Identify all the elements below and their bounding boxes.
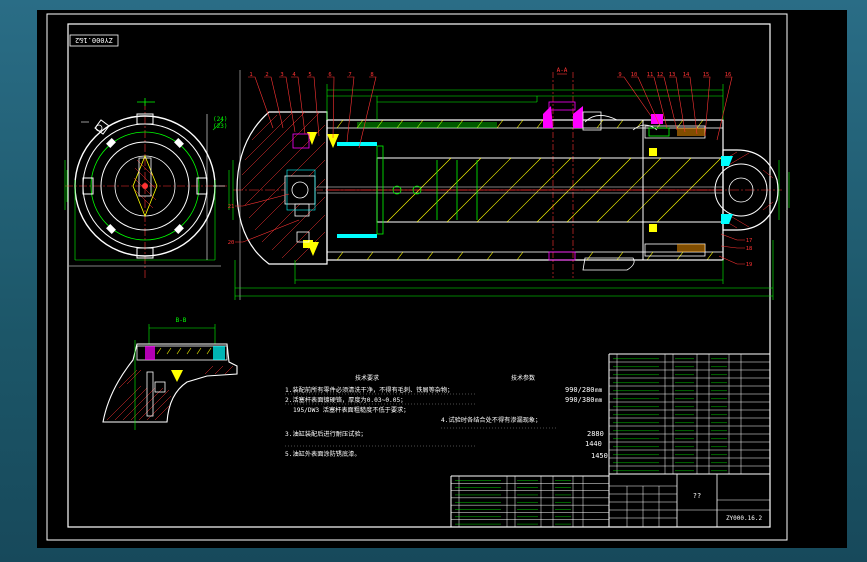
cylinder-section: A-A 1 2 3 — [228, 67, 790, 300]
note-line-2b: 195/DW3 活塞杆表面粗糙度不低于要求； — [293, 406, 409, 414]
notes-heading-left: 技术要求 — [355, 374, 379, 382]
balloon-15: 15 — [703, 72, 710, 78]
note-line-1: 1.装配前所有零件必须清洗干净，不得有毛刺、铁屑等杂物； — [285, 386, 453, 394]
dimension-d4: 1440 — [585, 440, 602, 448]
balloon-18: 18 — [746, 246, 753, 252]
detail-view-bb: B-B — [102, 317, 238, 430]
balloon-19: 19 — [746, 262, 753, 268]
notes-heading-right: 技术参数 — [511, 374, 535, 382]
balloon-13: 13 — [669, 72, 676, 78]
dimension-d5: 1450 — [591, 452, 608, 460]
outer-frame — [46, 13, 788, 541]
balloon-11: 11 — [647, 72, 654, 78]
section-label-aa: A-A — [557, 67, 568, 74]
note-line-5: 5.油缸外表面涂防锈底漆。 — [285, 450, 361, 458]
dimension-d1: 990/280 — [565, 386, 595, 394]
left-end-view: (24) (23) — [64, 98, 227, 280]
cad-drawing[interactable]: ZY000.1&2 — [37, 10, 847, 548]
balloon-10: 10 — [631, 72, 638, 78]
section-label-bb: B-B — [176, 317, 187, 324]
dimension-d2-unit: mm — [595, 397, 603, 404]
balloon-5: 5 — [308, 72, 311, 78]
drawing-number: ZY000.16.2 — [726, 515, 763, 522]
parts-list-bottom — [450, 475, 610, 528]
dimension-d1-unit: mm — [595, 387, 603, 394]
dimension-d2: 990/380 — [565, 396, 595, 404]
note-line-3: 3.油缸装配后进行耐压试验； — [285, 430, 367, 438]
balloon-14: 14 — [683, 72, 690, 78]
balloon-1: 1 — [249, 72, 252, 78]
title-block: ?? ZY000.16.2 — [608, 473, 771, 528]
balloon-17: 17 — [746, 238, 753, 244]
balloon-4: 4 — [292, 72, 296, 78]
balloon-16: 16 — [725, 72, 732, 78]
balloon-20: 20 — [228, 240, 235, 246]
code-stamp-box — [69, 34, 119, 47]
cad-viewport[interactable]: ZY000.1&2 — [37, 10, 847, 548]
balloon-3: 3 — [280, 72, 283, 78]
balloon-2: 2 — [265, 72, 268, 78]
balloon-21: 21 — [228, 204, 235, 210]
left-view-mark-23: (23) — [213, 123, 227, 130]
technical-notes: 技术要求 技术参数 1.装配前所有零件必须清洗干净，不得有毛刺、铁屑等杂物； 2… — [285, 374, 608, 460]
balloon-12: 12 — [657, 72, 664, 78]
parts-list-right — [608, 353, 771, 475]
balloon-8: 8 — [370, 72, 373, 78]
inner-frame — [67, 23, 771, 528]
balloon-7: 7 — [348, 72, 351, 78]
balloon-6: 6 — [328, 72, 331, 78]
code-stamp: ZY000.1&2 — [75, 36, 113, 44]
left-view-mark-24: (24) — [213, 116, 227, 123]
title-block-name: ?? — [693, 492, 701, 500]
note-line-4: 4.试验时各结合处不得有渗漏现象； — [441, 416, 541, 424]
balloon-9: 9 — [618, 72, 621, 78]
dimension-d3: 2880 — [587, 430, 604, 438]
note-line-2: 2.活塞杆表面镀硬铬，厚度为0.03~0.05； — [285, 396, 406, 404]
